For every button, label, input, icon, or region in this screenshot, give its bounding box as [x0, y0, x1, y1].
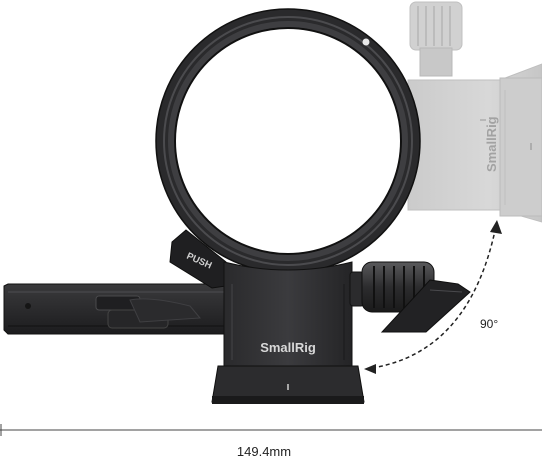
- brand-logo: SmallRig: [260, 340, 316, 355]
- base-plate: [3, 283, 231, 335]
- ghost-brand-logo: SmallRig: [484, 116, 499, 172]
- rotation-angle-label: 90°: [480, 317, 498, 331]
- locking-knob: [349, 261, 471, 333]
- rotation-arrow: 90°: [364, 220, 502, 374]
- mount-body: SmallRig: [223, 261, 353, 367]
- clamp-base: [211, 365, 365, 404]
- width-dimension-label: 149.4mm: [237, 444, 291, 456]
- width-dimension: 149.4mm: [0, 424, 542, 459]
- rotating-ring: [155, 8, 421, 274]
- rotated-ghost-mount: SmallRig: [407, 1, 542, 223]
